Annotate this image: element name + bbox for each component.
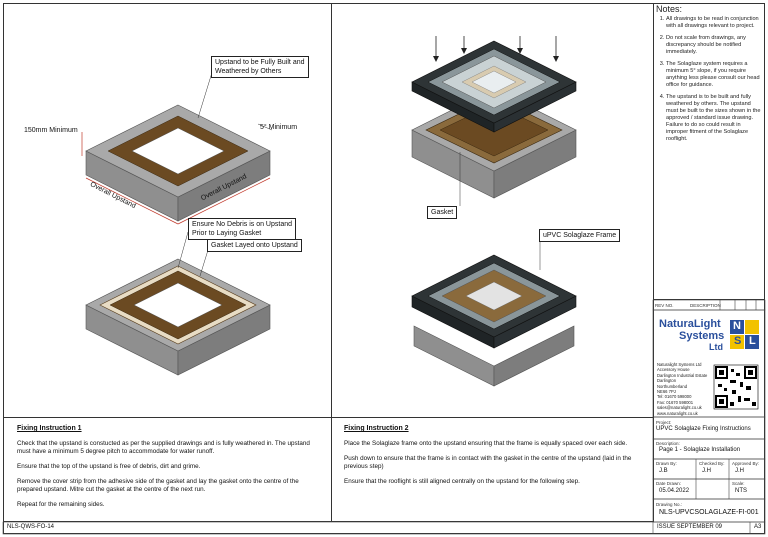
note-item: Do not scale from drawings, any discrepa… [666, 35, 764, 56]
callout-upstand-built: Upstand to be Fully Built and Weathered … [211, 56, 309, 78]
company-address: Naturalight Systems Ltd Accessory House … [657, 362, 708, 416]
checked-by-label: Checked By: [699, 461, 725, 466]
approved-by-label: Approved By: [732, 461, 760, 466]
callout-gasket-layed: Gasket Layed onto Upstand [207, 239, 302, 252]
instruction-1-title: Fixing Instruction 1 [17, 425, 82, 432]
drawn-by-label: Drawn By: [656, 461, 677, 466]
logo-tiles [730, 320, 759, 349]
instruction-2-panel [331, 417, 654, 522]
callout-upvc-frame: uPVC Solaglaze Frame [539, 229, 621, 242]
upstand-drawing-1 [81, 65, 273, 225]
scale-value: NTS [735, 488, 747, 494]
instruction-2-paragraph: Ensure that the rooflight is still align… [344, 478, 580, 485]
instruction-1-paragraph: Ensure that the top of the upstand is fr… [17, 463, 201, 470]
notes-panel [653, 3, 765, 300]
instruction-1-paragraph: Repeat for the remaining sides. [17, 501, 105, 508]
upstand-drawing-2 [85, 231, 271, 376]
instruction-2-paragraph: Place the Solaglaze frame onto the upsta… [344, 440, 628, 447]
instruction-2-title: Fixing Instruction 2 [344, 425, 409, 432]
logo-line-1: NaturaLight [659, 318, 721, 330]
project-value: UPVC Solaglaze Fixing Instructions [656, 426, 751, 432]
checked-by-value: J.H [702, 468, 711, 474]
qr-code-icon [713, 364, 759, 410]
note-item: The Solaglaze system requires a minimum … [666, 61, 764, 89]
description-value: Page 1 - Solaglaze Installation [659, 447, 741, 453]
drawing-number-value: NLS-UPVCSOLAGLAZE-FI-001 [659, 509, 759, 516]
drawing-number-label: Drawing No.: [656, 502, 683, 507]
sheet-size: A3 [754, 524, 762, 530]
dimension-5-degree: 5° Minimum [260, 124, 298, 131]
rev-column-label: REV NO. [655, 303, 674, 308]
instruction-1-body: Check that the upstand is constucted as … [17, 440, 323, 516]
instruction-1-paragraph: Remove the cover strip from the adhesive… [17, 478, 299, 493]
project-label: Project: [656, 420, 672, 425]
note-item: The upstand is to be built and fully wea… [666, 94, 764, 143]
callout-gasket: Gasket [427, 206, 458, 219]
logo-letter-l: L [749, 335, 756, 347]
description-column-label: DESCRIPTION [690, 303, 721, 308]
date-drawn-label: Date Drawn: [656, 481, 682, 486]
approved-by-value: J.H [735, 468, 744, 474]
note-item: All drawings to be read in conjunction w… [666, 16, 764, 30]
notes-list: All drawings to be read in conjunction w… [656, 16, 764, 143]
logo-line-2: Systems [679, 330, 725, 342]
rooflight-installed-drawing [411, 240, 577, 387]
issue-label: ISSUE SEPTEMBER 09 [657, 524, 723, 530]
form-reference: NLS-QWS-FO-14 [7, 524, 55, 530]
logo-line-3: Ltd [709, 342, 723, 352]
instruction-2-paragraph: Push down to ensure that the frame is in… [344, 455, 632, 470]
logo-letter-s: S [734, 335, 742, 347]
callout-no-debris: Ensure No Debris is on Upstand Prior to … [188, 218, 296, 240]
notes-heading: Notes: [656, 4, 683, 14]
notes-block: Notes: All drawings to be read in conjun… [656, 4, 764, 148]
instruction-1-paragraph: Check that the upstand is constucted as … [17, 440, 310, 455]
dimension-150mm: 150mm Minimum [24, 127, 78, 134]
rooflight-exploded-drawing [411, 36, 577, 206]
instruction-2-body: Place the Solaglaze frame onto the upsta… [344, 440, 644, 493]
scale-label: Scale: [732, 481, 745, 486]
description-label: Description: [656, 441, 680, 446]
logo-letter-n: N [733, 320, 741, 332]
drawn-by-value: J.B [659, 468, 668, 474]
title-block-grid [2, 299, 766, 535]
date-drawn-value: 05.04.2022 [659, 488, 690, 494]
